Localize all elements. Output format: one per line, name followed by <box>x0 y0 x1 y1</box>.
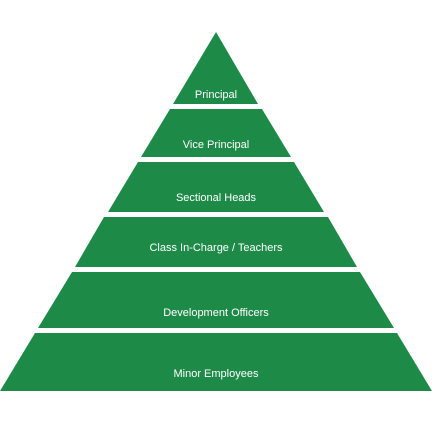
tier-development-officers: Development Officers <box>38 272 394 328</box>
tier-principal-label: Principal <box>195 89 237 101</box>
tier-sectional-heads-label: Sectional Heads <box>176 192 257 204</box>
tier-vice-principal: Vice Principal <box>141 109 291 157</box>
tier-vice-principal-shape <box>141 109 291 157</box>
tier-class-in-charge-teachers-label: Class In-Charge / Teachers <box>149 242 283 254</box>
tier-sectional-heads-shape <box>108 162 324 212</box>
tier-development-officers-label: Development Officers <box>163 307 269 319</box>
tier-minor-employees: Minor Employees <box>0 333 432 391</box>
tier-sectional-heads: Sectional Heads <box>108 162 324 212</box>
tier-class-in-charge-teachers: Class In-Charge / Teachers <box>75 217 357 267</box>
tier-principal-shape <box>173 32 258 104</box>
tier-vice-principal-label: Vice Principal <box>183 139 249 151</box>
tier-principal: Principal <box>173 32 258 104</box>
tier-minor-employees-label: Minor Employees <box>174 368 259 380</box>
tier-development-officers-shape <box>38 272 394 328</box>
tier-class-in-charge-teachers-shape <box>75 217 357 267</box>
tier-minor-employees-shape <box>0 333 432 391</box>
